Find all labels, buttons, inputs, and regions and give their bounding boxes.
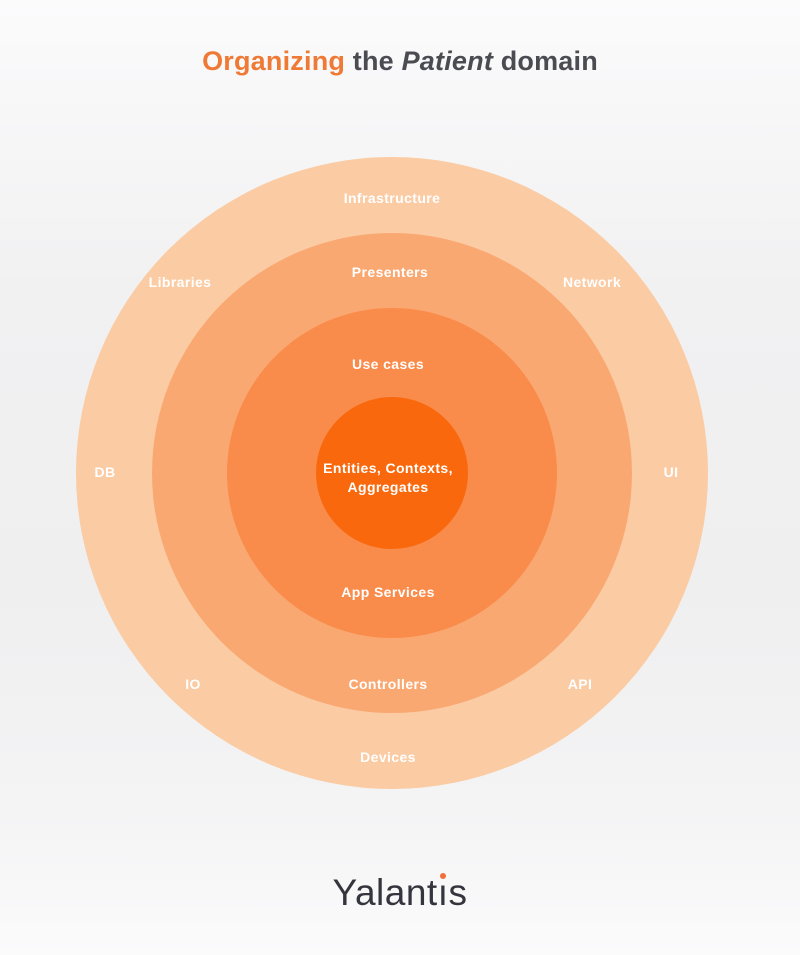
label-libraries: Libraries <box>148 274 212 290</box>
label-app-services: App Services <box>341 584 435 600</box>
label-db: DB <box>94 464 116 480</box>
logo-orange-dot-icon <box>440 873 447 879</box>
title-highlight: Organizing <box>202 46 346 76</box>
title-emphasis: Patient <box>401 46 494 76</box>
logo-dotless-i: ı <box>437 872 449 913</box>
layer-entities-circle <box>316 397 468 549</box>
core-label-line1: Entities, Contexts, <box>323 460 453 476</box>
label-infrastructure: Infrastructure <box>343 190 441 206</box>
title-middle: the <box>345 46 402 76</box>
logo-letter-i: ı <box>438 872 449 914</box>
label-api: API <box>567 676 593 692</box>
label-entities-contexts-aggregates: Entities, Contexts, Aggregates <box>298 459 478 497</box>
logo-text-pre: Yalant <box>332 872 438 913</box>
core-label-line2: Aggregates <box>347 479 429 495</box>
logo-text-post: s <box>448 872 468 913</box>
label-network: Network <box>562 274 622 290</box>
label-controllers: Controllers <box>348 676 428 692</box>
label-devices: Devices <box>360 749 416 765</box>
label-presenters: Presenters <box>351 264 429 280</box>
title-rest: domain <box>493 46 598 76</box>
label-use-cases: Use cases <box>351 356 425 372</box>
page-title: Organizing the Patient domain <box>0 46 800 77</box>
label-ui: UI <box>663 464 679 480</box>
label-io: IO <box>185 676 201 692</box>
